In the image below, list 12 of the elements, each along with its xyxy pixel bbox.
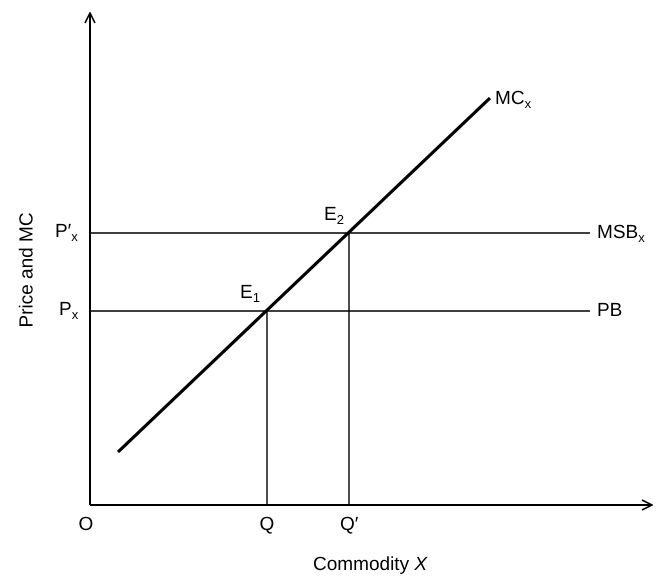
curve-label: PB bbox=[597, 300, 622, 322]
axis-title: Price and MC bbox=[16, 212, 38, 328]
origin-label: O bbox=[78, 514, 94, 536]
point-label: E$_{1}$ bbox=[240, 282, 260, 304]
axis-value-label: P$_{x}$ bbox=[59, 299, 78, 321]
curve-label: MSB$_{x}$ bbox=[597, 222, 645, 244]
axis-title: Commodity X bbox=[313, 554, 428, 576]
curve-label: MC$_{x}$ bbox=[495, 88, 532, 110]
axis-value-label: P′$_{x}$ bbox=[55, 221, 78, 243]
point-label: E$_{2}$ bbox=[324, 204, 344, 226]
axis-value-label: Q bbox=[260, 514, 274, 536]
axis-value-label: Q′ bbox=[340, 514, 358, 536]
